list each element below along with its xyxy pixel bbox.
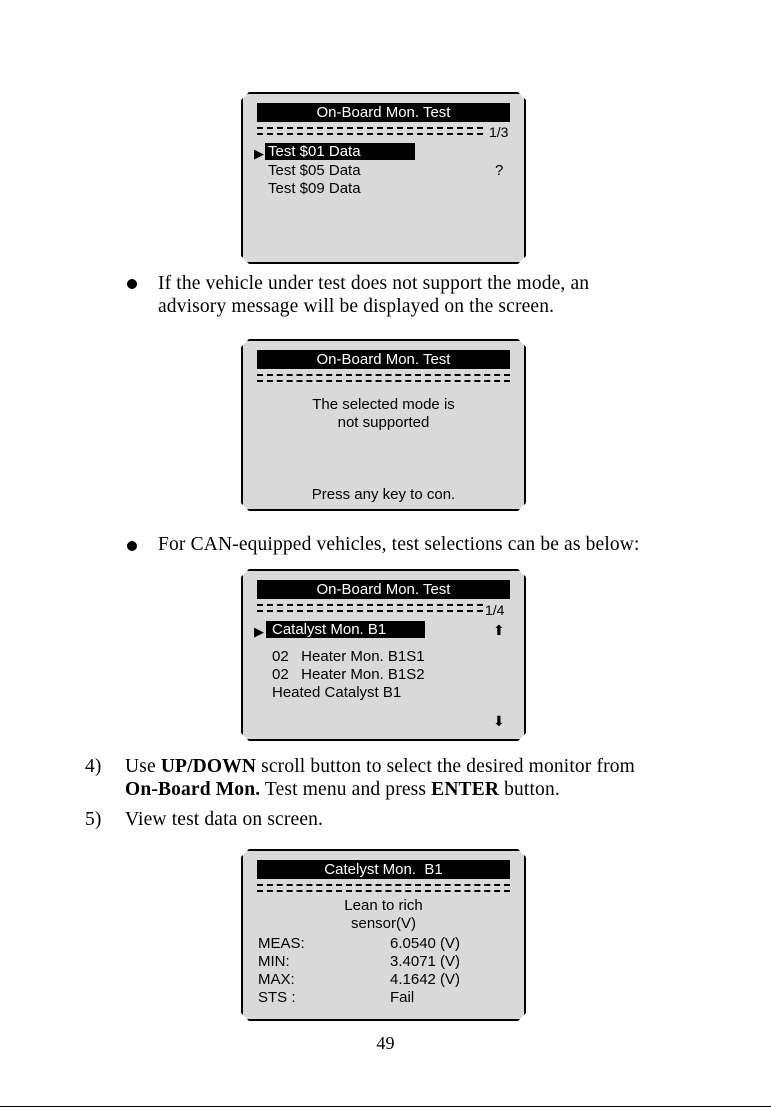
screen-title: Catelyst Mon. B1 [257, 860, 510, 879]
data-value: Fail [390, 989, 415, 1006]
step-line: Use UP/DOWN scroll button to select the … [125, 756, 635, 777]
step-number: 4) [85, 756, 102, 777]
screen-can-test-menu: On-Board Mon. Test 1/4 ▶ Catalyst Mon. B… [241, 569, 526, 741]
dashed-divider [257, 127, 483, 135]
menu-name: On-Board Mon. [125, 779, 261, 800]
dashed-divider [257, 884, 510, 892]
menu-item[interactable]: 02 Heater Mon. B1S2 [272, 666, 425, 683]
message-line: The selected mode is [312, 396, 455, 413]
menu-item[interactable]: Catalyst Mon. B1 [266, 621, 425, 638]
step-line: View test data on screen. [125, 809, 324, 830]
data-label: MEAS: [258, 935, 305, 952]
data-value: 6.0540 (V) [390, 935, 461, 952]
screen-test-data: Catelyst Mon. B1 Lean to rich sensor(V) … [241, 849, 526, 1021]
page-number: 49 [376, 1033, 395, 1053]
selector-arrow-icon: ▶ [254, 146, 264, 161]
page-indicator: 1/4 [485, 602, 505, 618]
screen-title: On-Board Mon. Test [257, 350, 510, 369]
screen-test-menu: On-Board Mon. Test 1/3 ▶ Test $01 Data T… [241, 92, 526, 264]
step-number: 5) [85, 809, 102, 830]
data-label: MAX: [258, 971, 295, 988]
scroll-up-icon[interactable]: ⬆ [493, 622, 505, 638]
screen-not-supported: On-Board Mon. Test The selected mode is … [241, 339, 526, 511]
screen-title: On-Board Mon. Test [257, 580, 510, 599]
step-line: On-Board Mon. Test menu and press ENTER … [125, 779, 560, 800]
key-name: UP/DOWN [160, 756, 257, 777]
menu-item[interactable]: Heated Catalyst B1 [272, 684, 402, 701]
menu-item[interactable]: Test $09 Data [268, 180, 361, 197]
paragraph-line: For CAN-equipped vehicles, test selectio… [158, 534, 640, 555]
item-note: ? [495, 162, 504, 179]
data-label: STS : [258, 989, 296, 1006]
data-value: 4.1642 (V) [390, 971, 461, 988]
paragraph-line: advisory message will be displayed on th… [158, 296, 555, 317]
data-value: 3.4071 (V) [390, 953, 461, 970]
bullet [127, 541, 137, 551]
subtitle-line: sensor(V) [350, 915, 417, 932]
paragraph-line: If the vehicle under test does not suppo… [158, 273, 590, 294]
menu-item[interactable]: 02 Heater Mon. B1S1 [272, 648, 425, 665]
dashed-divider [257, 604, 483, 612]
key-name: ENTER [431, 779, 500, 800]
message-line: not supported [337, 414, 430, 431]
page-indicator: 1/3 [489, 124, 509, 140]
data-label: MIN: [258, 953, 290, 970]
prompt-text: Press any key to con. [311, 486, 456, 503]
bullet [127, 279, 137, 289]
scroll-down-icon[interactable]: ⬇ [493, 713, 505, 729]
dashed-divider [257, 374, 510, 382]
selector-arrow-icon: ▶ [254, 624, 264, 639]
menu-item[interactable]: Test $01 Data [265, 143, 415, 160]
subtitle-line: Lean to rich [344, 897, 423, 914]
bottom-rule [0, 1106, 771, 1107]
menu-item[interactable]: Test $05 Data [268, 162, 361, 179]
screen-title: On-Board Mon. Test [257, 103, 510, 122]
